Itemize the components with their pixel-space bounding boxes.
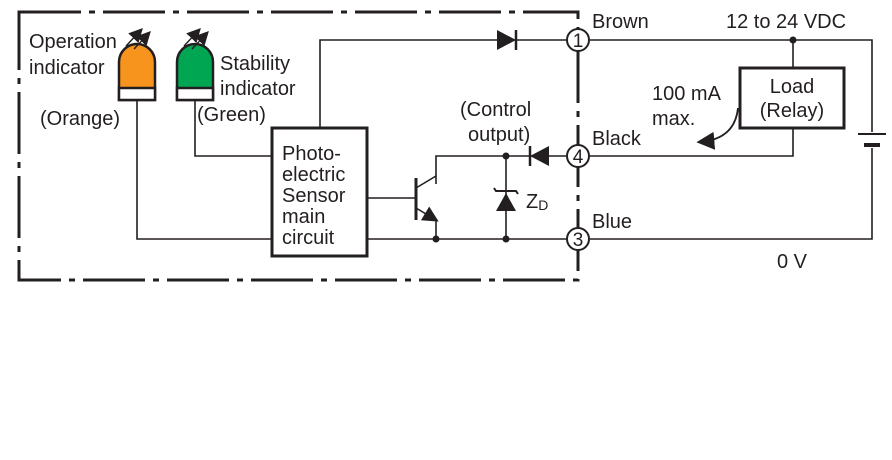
stability-color-label: (Green) [197, 104, 266, 126]
junction-dot [789, 36, 797, 44]
operation-indicator-label-1: Operation [29, 31, 117, 53]
junction-dot [432, 235, 440, 243]
control-output-label-1: (Control [460, 99, 531, 121]
junction-dot [502, 235, 510, 243]
terminal-3 [566, 227, 590, 251]
black-wire-label: Black [592, 128, 642, 150]
terminal-4-label: 4 [573, 147, 584, 168]
terminal-3-label: 3 [573, 230, 584, 251]
brown-internal-wire [319, 39, 566, 128]
terminal-1 [566, 28, 590, 52]
black-load-wire [590, 128, 794, 157]
junction-dot [502, 152, 510, 160]
reverse-protection-diode [497, 30, 516, 50]
operation-color-label: (Orange) [40, 108, 120, 130]
control-output-wire [435, 155, 566, 184]
zero-volt-label: 0 V [777, 251, 808, 273]
transistor-collector [415, 175, 437, 189]
load-label-2: (Relay) [760, 100, 824, 122]
brown-wire-label: Brown [592, 11, 649, 33]
current-label-2: max. [652, 108, 695, 130]
brown-supply-wire [590, 39, 873, 132]
circuit-label-4: main [282, 206, 325, 228]
supply-voltage-label: 12 to 24 VDC [726, 11, 846, 33]
zener-bar [493, 187, 519, 195]
stability-indicator-label-1: Stability [220, 53, 290, 75]
stability-led-wire [194, 100, 272, 157]
circuit-label-5: circuit [282, 227, 335, 249]
load-box [738, 66, 846, 130]
current-arrow [696, 107, 739, 150]
stability-led-base [175, 86, 215, 102]
transistor-emitter [415, 206, 439, 222]
circuit-label-2: electric [282, 164, 345, 186]
circuit-label-3: Sensor [282, 185, 346, 207]
operation-led-base [117, 86, 157, 102]
operation-indicator-label-2: indicator [29, 57, 105, 79]
light-emit-icon [133, 30, 151, 50]
current-label-1: 100 mA [652, 83, 722, 105]
load-label-1: Load [770, 76, 815, 98]
stability-indicator-label-2: indicator [220, 78, 296, 100]
terminal-1-label: 1 [573, 31, 584, 52]
main-circuit-box [270, 126, 369, 258]
circuit-label-1: Photo- [282, 143, 341, 165]
blue-supply-wire [590, 148, 873, 240]
zener-label: ZD [526, 191, 548, 213]
blue-wire-label: Blue [592, 211, 632, 233]
control-output-label-2: output) [468, 124, 530, 146]
output-diode [530, 146, 549, 166]
terminal-4 [566, 144, 590, 168]
light-emit-icon [191, 30, 209, 50]
zener-diode [496, 193, 516, 211]
internal-0v-bus [136, 100, 566, 240]
